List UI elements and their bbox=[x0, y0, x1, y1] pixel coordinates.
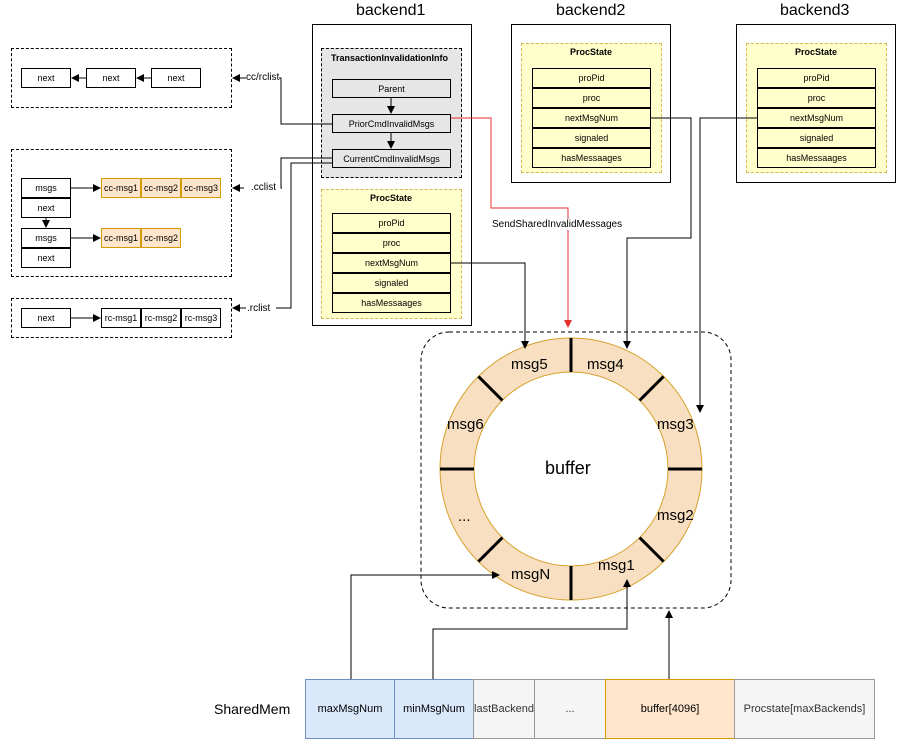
cc-row2-msg2: cc-msg2 bbox=[141, 228, 181, 248]
cc-rclist-label: cc/rclist bbox=[246, 72, 280, 83]
cc-row1-msg3: cc-msg3 bbox=[181, 178, 221, 198]
shm-maxmsgnum: maxMsgNum bbox=[305, 679, 395, 739]
cc-row2-msg1: cc-msg1 bbox=[101, 228, 141, 248]
b2-field-signaled: signaled bbox=[532, 128, 651, 148]
b3-field-signaled: signaled bbox=[757, 128, 876, 148]
ring-divider-2 bbox=[638, 375, 665, 402]
txn-info-title: TransactionInvalidationInfo bbox=[331, 53, 449, 63]
b2-field-propid: proPid bbox=[532, 68, 651, 88]
shm-procstate: Procstate[maxBackends] bbox=[734, 679, 875, 739]
rclist-label: .rclist bbox=[247, 303, 271, 314]
b1-field-propid: proPid bbox=[332, 213, 451, 233]
cclist-label: .cclist bbox=[251, 182, 276, 193]
cc-next-2: next bbox=[21, 248, 71, 268]
shm-buffer: buffer[4096] bbox=[605, 679, 735, 739]
top-next-2: next bbox=[86, 68, 136, 88]
cclist-panel bbox=[11, 149, 232, 277]
rc-msg3: rc-msg3 bbox=[181, 308, 221, 328]
ring-msg5: msg5 bbox=[511, 356, 548, 373]
b3-field-propid: proPid bbox=[757, 68, 876, 88]
backend1-title: backend1 bbox=[356, 2, 426, 19]
rc-next: next bbox=[21, 308, 71, 328]
top-next-1: next bbox=[21, 68, 71, 88]
b1-field-signaled: signaled bbox=[332, 273, 451, 293]
ring-msg2: msg2 bbox=[657, 507, 694, 524]
ring-msg4: msg4 bbox=[587, 356, 624, 373]
shm-lastbackend: lastBackend bbox=[473, 679, 535, 739]
ring-ellipsis: ... bbox=[458, 508, 471, 525]
ring-msg1: msg1 bbox=[598, 557, 635, 574]
b1-procstate-title: ProcState bbox=[370, 193, 413, 203]
b2-field-nextmsgnum: nextMsgNum bbox=[532, 108, 651, 128]
b3-field-proc: proc bbox=[757, 88, 876, 108]
backend3-title: backend3 bbox=[780, 2, 850, 19]
rc-msg2: rc-msg2 bbox=[141, 308, 181, 328]
ring-divider-6 bbox=[477, 536, 504, 563]
ring-center-label: buffer bbox=[545, 458, 591, 478]
b2-field-hasmessages: hasMessaages bbox=[532, 148, 651, 168]
b1-field-nextmsgnum: nextMsgNum bbox=[332, 253, 451, 273]
b1-field-proc: proc bbox=[332, 233, 451, 253]
ring-divider-4 bbox=[638, 536, 665, 563]
top-list-panel bbox=[11, 48, 232, 108]
shm-ellipsis: ... bbox=[534, 679, 606, 739]
backend2-title: backend2 bbox=[556, 2, 626, 19]
sharedmem-label: SharedMem bbox=[214, 701, 291, 717]
current-cmd-cell: CurrentCmdInvalidMsgs bbox=[332, 149, 451, 168]
b2-field-proc: proc bbox=[532, 88, 651, 108]
rc-msg1: rc-msg1 bbox=[101, 308, 141, 328]
ring-msgN: msgN bbox=[511, 566, 551, 583]
ring-divider-8 bbox=[477, 375, 504, 402]
shm-minmsgnum: minMsgNum bbox=[394, 679, 474, 739]
send-shared-label: SendSharedInvalidMessages bbox=[492, 219, 623, 230]
top-next-3: next bbox=[151, 68, 201, 88]
cc-msgs-2: msgs bbox=[21, 228, 71, 248]
prior-cmd-cell: PriorCmdInvalidMsgs bbox=[332, 114, 451, 133]
buffer-region bbox=[420, 331, 732, 609]
parent-cell: Parent bbox=[332, 79, 451, 98]
ring-msg3: msg3 bbox=[657, 416, 694, 433]
cc-row1-msg1: cc-msg1 bbox=[101, 178, 141, 198]
b2-procstate-title: ProcState bbox=[570, 47, 613, 57]
b1-field-hasmessages: hasMessaages bbox=[332, 293, 451, 313]
rclist-panel bbox=[11, 298, 232, 338]
b3-field-hasmessages: hasMessaages bbox=[757, 148, 876, 168]
cc-next-1: next bbox=[21, 198, 71, 218]
b3-procstate-title: ProcState bbox=[795, 47, 838, 57]
b3-field-nextmsgnum: nextMsgNum bbox=[757, 108, 876, 128]
ring-msg6: msg6 bbox=[447, 416, 484, 433]
ring-dividers bbox=[440, 338, 702, 600]
cc-msgs-1: msgs bbox=[21, 178, 71, 198]
cc-row1-msg2: cc-msg2 bbox=[141, 178, 181, 198]
